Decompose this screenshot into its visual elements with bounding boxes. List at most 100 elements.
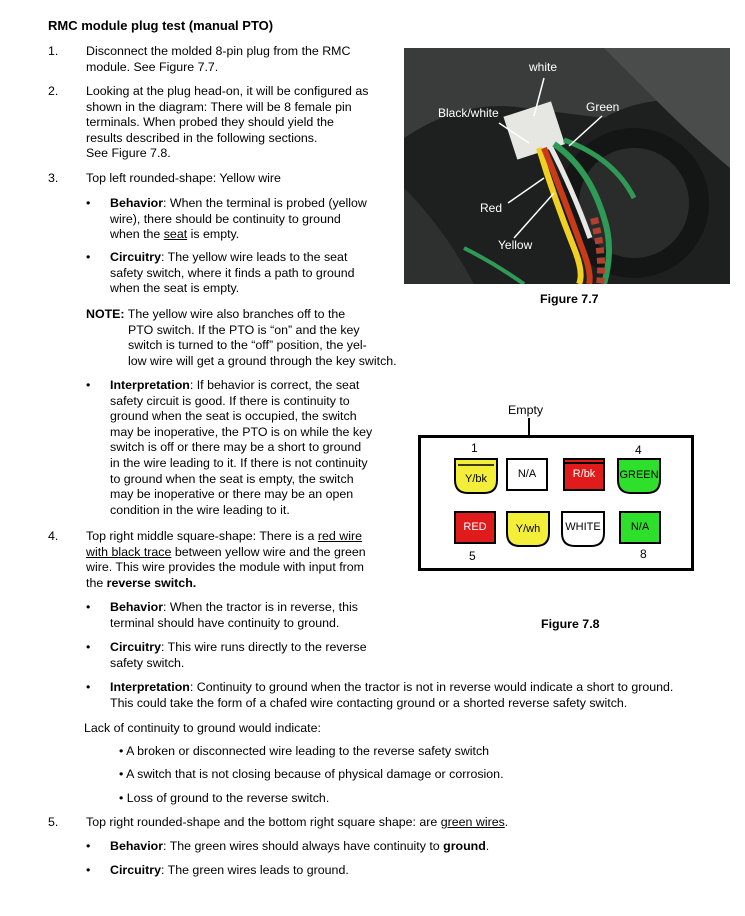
item-1-text: Disconnect the molded 8-pin plug from th… [86, 44, 350, 75]
terminal-3-label: R/bk [572, 467, 596, 480]
item-5-text: Top right rounded-shape and the bottom r… [86, 815, 508, 831]
terminal-5-label: RED [463, 520, 487, 533]
behavior-label: Behavior [110, 600, 164, 614]
label-white: white [529, 60, 558, 74]
terminal-2: N/A [506, 458, 548, 491]
text-line: wire), there should be continuity to gro… [110, 211, 341, 226]
lack-item: • A broken or disconnected wire leading … [119, 744, 490, 758]
item-number: 2. [48, 84, 59, 98]
underlined-word: with black trace [86, 544, 172, 559]
terminal-6-shape [506, 511, 550, 547]
item-number: 5. [48, 815, 59, 829]
bullet: • [86, 863, 91, 877]
item-3-interpretation: Interpretation: If behavior is correct, … [110, 378, 372, 518]
plug-diagram: 1 4 5 8 Y/bk N/A R/bk GREEN RED Y/wh WHI… [418, 435, 694, 571]
item-4-text: Top right middle square-shape: There is … [86, 529, 366, 591]
text-line: . [504, 815, 509, 829]
figure-7-7-photo: white Green Black/white Red Yellow [404, 48, 730, 284]
circuitry-label: Circuitry [110, 863, 161, 877]
text-line: safety switch, where it finds a path to … [110, 265, 355, 280]
pin-number-8: 8 [640, 547, 647, 561]
underlined-word: red wire [317, 529, 362, 543]
text-line: See Figure 7.8. [86, 146, 171, 161]
item-number: 4. [48, 529, 59, 543]
terminal-2-label: N/A [517, 467, 537, 480]
text-line: ground when the seat is occupied, the sw… [110, 409, 357, 424]
text-line: Top right middle square-shape: There is … [86, 529, 318, 543]
text-line: PTO switch. If the PTO is “on” and the k… [128, 322, 360, 337]
bullet: • [86, 600, 91, 614]
terminal-7-shape [561, 511, 605, 547]
label-black-white: Black/white [438, 106, 499, 120]
item-4-interpretation: Interpretation: Continuity to ground whe… [110, 680, 730, 711]
terminal-4-shape [617, 458, 661, 494]
text-line: results described in the following secti… [86, 130, 318, 145]
text-line: : When the tractor is in reverse, this [163, 600, 358, 614]
text-line: When the terminal is probed (yellow [169, 196, 367, 210]
text-line: : The green wires should always have con… [163, 839, 444, 853]
text-line: may be inoperative or there may be an op… [110, 487, 354, 502]
item-3-text: Top left rounded-shape: Yellow wire [86, 171, 281, 185]
pin-number-1: 1 [471, 441, 478, 455]
terminal-4-label: GREEN [619, 469, 659, 481]
lack-item: • Loss of ground to the reverse switch. [119, 791, 330, 805]
text-line: is empty. [187, 227, 240, 242]
terminal-1-shape [454, 458, 498, 494]
pin-number-4: 4 [635, 443, 642, 457]
text-line: Top right rounded-shape and the bottom r… [86, 815, 441, 829]
lack-item: • A switch that is not closing because o… [119, 767, 504, 781]
empty-label: Empty [508, 403, 544, 417]
label-yellow: Yellow [498, 238, 533, 252]
item-5-behavior: Behavior: The green wires should always … [110, 839, 489, 855]
behavior-label: Behavior [110, 839, 164, 853]
text-line: switch is off or there may be a short to… [110, 440, 362, 455]
bullet: • [86, 250, 91, 264]
item-5-circuitry: Circuitry: The green wires leads to grou… [110, 863, 349, 879]
text-line: wire. This wire provides the module with… [86, 560, 364, 575]
text-line: Disconnect the molded 8-pin plug from th… [86, 44, 351, 58]
circuitry-label: Circuitry [110, 250, 161, 264]
text-line: safety circuit is good. If there is cont… [110, 393, 350, 408]
bullet: • [86, 640, 91, 654]
text-line: terminals. When probed they should yield… [86, 115, 334, 130]
figure-7-8-caption: Figure 7.8 [541, 617, 600, 631]
text-line: shown in the diagram: There will be 8 fe… [86, 99, 352, 114]
pin-number-5: 5 [469, 549, 476, 563]
text-line: terminal should have continuity to groun… [110, 615, 340, 630]
terminal-8: N/A [619, 511, 661, 544]
underlined-word: green wires [440, 815, 505, 829]
text-line: Looking at the plug head-on, it will be … [86, 84, 369, 98]
lack-intro: Lack of continuity to ground would indic… [84, 721, 321, 735]
text-line: in the wire leading to it. If there is n… [110, 455, 368, 470]
behavior-label: Behavior [110, 196, 164, 210]
text-line: when the [110, 227, 164, 242]
text-line: : The green wires leads to ground. [160, 863, 349, 877]
circuitry-label: Circuitry [110, 640, 161, 654]
text-line: the [86, 575, 107, 590]
figure-7-7-caption: Figure 7.7 [540, 292, 599, 306]
item-3-circuitry: Circuitry: The yellow wire leads to the … [110, 250, 355, 297]
text-line: when the seat is empty. [110, 281, 240, 296]
note-label: NOTE: [86, 307, 125, 321]
text-line: module. See Figure 7.7. [86, 59, 219, 74]
interpretation-label: Interpretation [110, 680, 190, 694]
text-line: may be inoperative, the PTO is on while … [110, 424, 373, 439]
item-3-note: NOTE: The yellow wire also branches off … [86, 307, 397, 369]
terminal-3-trace [565, 462, 603, 464]
bullet: • [86, 680, 91, 694]
text-line: to ground when the seat is empty, the sw… [110, 471, 354, 486]
item-4-behavior: Behavior: When the tractor is in reverse… [110, 600, 358, 631]
text-line: between yellow wire and the green [171, 544, 366, 559]
text-line: low wire will get a ground through the k… [128, 353, 397, 368]
text-line: condition in the wire leading to it. [110, 502, 290, 517]
text-line: : Continuity to ground when the tractor … [189, 680, 674, 694]
item-3-behavior: Behavior: When the terminal is probed (y… [110, 196, 367, 242]
label-green: Green [586, 100, 620, 114]
text-line: : The yellow wire leads to the seat [160, 250, 348, 264]
item-number: 3. [48, 171, 59, 185]
text-line: switch is turned to the “off” position, … [128, 338, 367, 353]
terminal-6-label: Y/wh [515, 523, 541, 535]
text-line: . [485, 839, 490, 853]
item-number: 1. [48, 44, 59, 58]
text-line: This could take the form of a chafed wir… [110, 695, 628, 710]
